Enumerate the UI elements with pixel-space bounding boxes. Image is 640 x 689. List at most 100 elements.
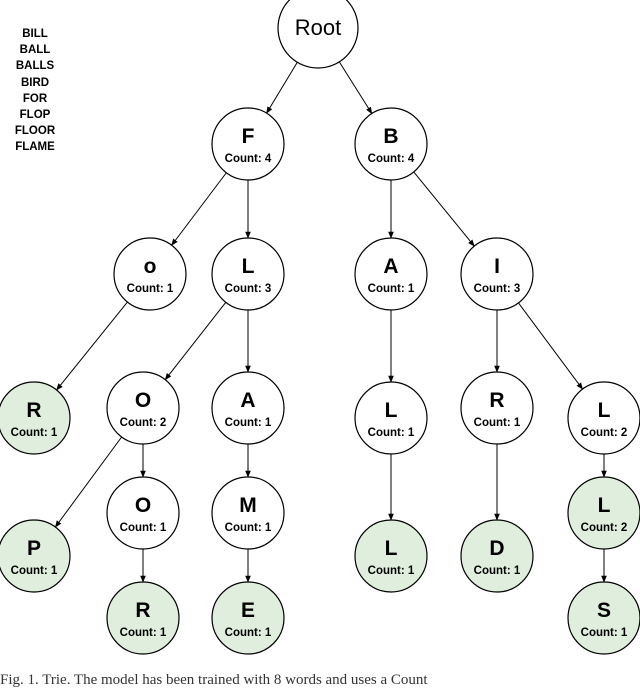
node-count: Count: 1 [474, 565, 521, 577]
node-circle [211, 107, 285, 181]
node-count: Count: 3 [225, 283, 272, 295]
node-count: Count: 1 [120, 522, 167, 534]
edge-fo-for [56, 301, 128, 391]
node-circle [211, 371, 285, 445]
node-count: Count: 1 [225, 417, 272, 429]
trie-node-bill: L Count: 2 [567, 476, 640, 550]
edge-root-b [338, 61, 373, 115]
node-letter: S [597, 599, 611, 622]
node-count: Count: 1 [581, 627, 628, 639]
node-circle [211, 237, 285, 311]
node-circle [567, 581, 640, 655]
edge-root-f [266, 61, 298, 114]
node-letter: A [383, 255, 398, 278]
root-label: Root [295, 15, 341, 40]
node-circle [354, 237, 428, 311]
node-circle [106, 371, 180, 445]
trie-edges [54, 61, 607, 583]
trie-node-fl: L Count: 3 [211, 237, 285, 311]
node-count: Count: 3 [474, 283, 521, 295]
trie-node-for: R Count: 1 [0, 381, 71, 455]
node-letter: I [494, 255, 500, 278]
node-circle [460, 519, 534, 593]
figure-caption: Fig. 1. Trie. The model has been trained… [0, 672, 428, 688]
edge-fl-flo [164, 302, 227, 381]
node-letter: O [135, 389, 151, 412]
node-count: Count: 1 [225, 627, 272, 639]
node-letter: E [241, 599, 255, 622]
word-list-item: BILL [22, 28, 48, 40]
node-letter: R [489, 389, 504, 412]
node-letter: O [135, 494, 151, 517]
node-count: Count: 1 [368, 565, 415, 577]
node-letter: L [242, 255, 255, 278]
node-circle [567, 381, 640, 455]
word-list-item: FLOOR [14, 125, 56, 138]
trie-node-flo: O Count: 2 [106, 371, 180, 445]
trie-node-fla: A Count: 1 [211, 371, 285, 445]
trie-node-bills: S Count: 1 [567, 581, 640, 655]
node-letter: B [383, 125, 398, 148]
node-count: Count: 4 [368, 153, 415, 165]
trie-node-b: B Count: 4 [354, 107, 428, 181]
trie-node-bi: I Count: 3 [460, 237, 534, 311]
node-count: Count: 1 [474, 417, 521, 429]
trie-node-ba: A Count: 1 [354, 237, 428, 311]
node-count: Count: 1 [11, 565, 58, 577]
node-letter: L [598, 494, 611, 517]
node-letter: A [240, 389, 255, 412]
node-circle [460, 371, 534, 445]
word-list-item: FOR [22, 92, 48, 105]
node-letter: L [385, 399, 398, 422]
node-count: Count: 2 [120, 417, 167, 429]
node-letter: R [26, 399, 41, 422]
node-count: Count: 1 [225, 522, 272, 534]
node-count: Count: 2 [581, 427, 628, 439]
root-node-circle [277, 0, 359, 69]
node-count: Count: 1 [11, 427, 58, 439]
node-circle [354, 107, 428, 181]
root-node: Root [277, 0, 359, 69]
trie-node-bil: L Count: 2 [567, 381, 640, 455]
trie-node-ball: L Count: 1 [354, 519, 428, 593]
word-list-item: FLAME [15, 141, 55, 154]
node-circle [113, 237, 187, 311]
edge-f-fo [171, 172, 227, 246]
node-letter: L [385, 537, 398, 560]
node-circle [211, 581, 285, 655]
node-count: Count: 2 [581, 522, 628, 534]
edge-bi-bil [518, 302, 583, 390]
node-circle [0, 519, 71, 593]
node-circle [211, 476, 285, 550]
node-count: Count: 1 [127, 283, 174, 295]
trie-node-f: F Count: 4 [211, 107, 285, 181]
edge-b-bi [413, 171, 475, 247]
node-count: Count: 4 [225, 153, 272, 165]
word-list-item: BALL [19, 44, 51, 57]
node-circle [460, 237, 534, 311]
node-count: Count: 1 [368, 427, 415, 439]
node-letter: D [489, 537, 504, 560]
trie-node-bal: L Count: 1 [354, 381, 428, 455]
node-circle [106, 581, 180, 655]
node-circle [0, 381, 71, 455]
trie-node-flame: E Count: 1 [211, 581, 285, 655]
node-circle [106, 476, 180, 550]
node-letter: F [242, 125, 255, 148]
trie-node-floo: O Count: 1 [106, 476, 180, 550]
node-circle [354, 381, 428, 455]
node-letter: R [135, 599, 150, 622]
node-count: Count: 1 [368, 283, 415, 295]
word-list-item: BIRD [20, 76, 50, 89]
trie-node-bird: D Count: 1 [460, 519, 534, 593]
word-list-item: BALLS [15, 60, 55, 73]
node-circle [354, 519, 428, 593]
node-letter: L [598, 399, 611, 422]
